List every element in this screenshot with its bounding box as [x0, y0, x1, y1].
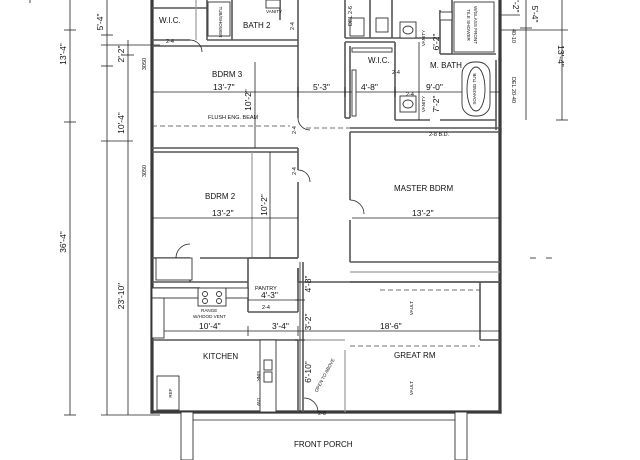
label-pantry: PANTRY: [255, 286, 277, 292]
dim-hall-d: 3'-2": [303, 314, 313, 331]
dim-right-top2: 3'-2": [511, 0, 521, 12]
dim-left-mid2: 10'-4": [116, 112, 126, 134]
toilet-top: [265, 0, 281, 9]
label-vault-2: VAULT: [409, 381, 414, 395]
tag-door-28-bd: 2-8 B.D.: [429, 132, 450, 138]
label-bdrm3: BDRM 3: [212, 70, 243, 79]
label-bath2: BATH 2: [243, 21, 271, 30]
dryer-box: [349, 17, 365, 37]
tag-del-26: DEL 2-6: [348, 6, 354, 26]
dim-bdrm3-d: 10'-2": [243, 89, 253, 111]
dim-left-mid1: 13'-4": [58, 43, 68, 65]
label-vanity-right-bottom: VANITY: [421, 96, 426, 112]
label-vault-1: VAULT: [409, 301, 414, 315]
label-tub-shower: TUB/SHOWER: [218, 6, 223, 38]
dashed-lines: [152, 125, 480, 347]
dim-hall-w: 5'-3": [313, 82, 330, 92]
label-win-4010: 40-10: [510, 29, 516, 43]
label-tile-shower: TILE SHOWER: [466, 9, 471, 41]
dim-wic-w: 4'-8": [361, 82, 378, 92]
label-sink: SINK: [256, 371, 261, 383]
tag-door-24-g: 2-4: [406, 92, 414, 98]
dim-mbath-w: 9'-0": [426, 82, 443, 92]
toilet-master: [375, 17, 389, 33]
label-vanity-top: VANITY: [266, 9, 282, 14]
label-vanity-right-top: VANITY: [421, 30, 426, 46]
label-soaking-tub: SOAKING TUB: [472, 73, 477, 104]
label-range-2: W/HOOD VENT: [193, 314, 226, 319]
label-dw: DW: [256, 398, 261, 406]
dim-mbath-d1: 6'-2": [431, 34, 441, 51]
dim-kitchen-w: 10'-4": [199, 321, 221, 331]
toilet-right: [439, 11, 453, 21]
dim-left-top1: 5'-4": [95, 14, 105, 31]
horizontal-dimension-lines: [152, 42, 500, 412]
interior-walls: [152, 0, 500, 412]
tag-door-24-f: 2-4: [262, 305, 270, 311]
dim-left-low: 23'-10": [116, 283, 126, 309]
tub-fixture: [207, 1, 231, 37]
dim-mbath-d2: 7'-2": [431, 96, 441, 113]
dim-bdrm2-d: 10'-2": [259, 194, 269, 216]
label-tile-shower-2: W/GLASS FRONT: [473, 6, 478, 44]
fridge-fixture: [156, 375, 180, 411]
dim-left-total: 36'-4": [58, 231, 68, 253]
label-range: RANGE: [201, 308, 217, 313]
label-great-rm: GREAT RM: [394, 351, 436, 360]
tag-door-24-d: 2-4: [292, 126, 298, 134]
tile-shower-fixture: [453, 1, 495, 53]
label-wic-top: W.I.C.: [159, 16, 181, 25]
dim-pantry-d: 4'-8": [303, 276, 313, 293]
label-bdrm2: BDRM 2: [205, 192, 236, 201]
dim-right-mid: 13'-4": [556, 45, 566, 67]
right-dimension-lines: 5'-4" 3'-2" 13'-4" 40-10 DEL 20-40: [500, 0, 568, 259]
dim-bdrm2-w: 13'-2": [212, 208, 234, 218]
dim-great-w: 18'-6": [380, 321, 402, 331]
door-window-tags: 2-4 2-4 2-4 2-4 2-4 2-4 2-4 2-8 2-8 B.D.…: [142, 6, 450, 417]
dim-master-w: 13'-2": [412, 208, 434, 218]
exterior-walls: [150, 0, 502, 414]
dim-right-top1: 5'-4": [530, 6, 540, 23]
dim-left-small: 2'-2": [116, 46, 126, 63]
label-ref: REF: [168, 388, 173, 397]
tag-door-24-b: 2-4: [290, 22, 296, 30]
tag-window-3050-a: 3050: [142, 58, 148, 70]
tag-door-24-c: 2-4: [392, 70, 400, 76]
tag-door-24-e: 2-4: [292, 167, 298, 175]
left-dimension-lines: 5'-4" 13'-4" 2'-2" 10'-4" 36'-4" 23'-10": [29, 0, 160, 416]
front-porch: [180, 411, 468, 460]
label-master-bdrm: MASTER BDRM: [394, 184, 453, 193]
dim-bdrm3-w: 13'-7": [213, 82, 235, 92]
label-wic-master: W.I.C.: [368, 56, 390, 65]
label-front-porch: FRONT PORCH: [294, 440, 353, 449]
door-swings: [175, 39, 365, 413]
fixtures: [151, 0, 495, 413]
tag-door-24-a: 2-4: [166, 39, 174, 45]
tag-door-28: 2-8: [318, 411, 326, 417]
label-flush-beam: FLUSH ENG. BEAM: [208, 115, 259, 121]
range-fixture: [197, 287, 227, 307]
dim-kitchen-w2: 3'-4": [272, 321, 289, 331]
room-labels: W.I.C. BATH 2 TUB/SHOWER VANITY BDRM 3 F…: [159, 6, 478, 449]
tag-window-3050-b: 3050: [142, 165, 148, 177]
dim-pantry-w: 4'-3": [261, 290, 278, 300]
label-del-2040: DEL 20-40: [510, 77, 516, 103]
label-open-to-above: OPEN TO ABOVE: [314, 358, 336, 393]
dimension-labels: 13'-7" 10'-2" 5'-3" 4'-8" 9'-0" 6'-2" 7'…: [199, 34, 443, 383]
dim-great-d: 6'-10": [303, 361, 313, 383]
label-kitchen: KITCHEN: [203, 352, 238, 361]
label-mbath: M. BATH: [430, 61, 462, 70]
